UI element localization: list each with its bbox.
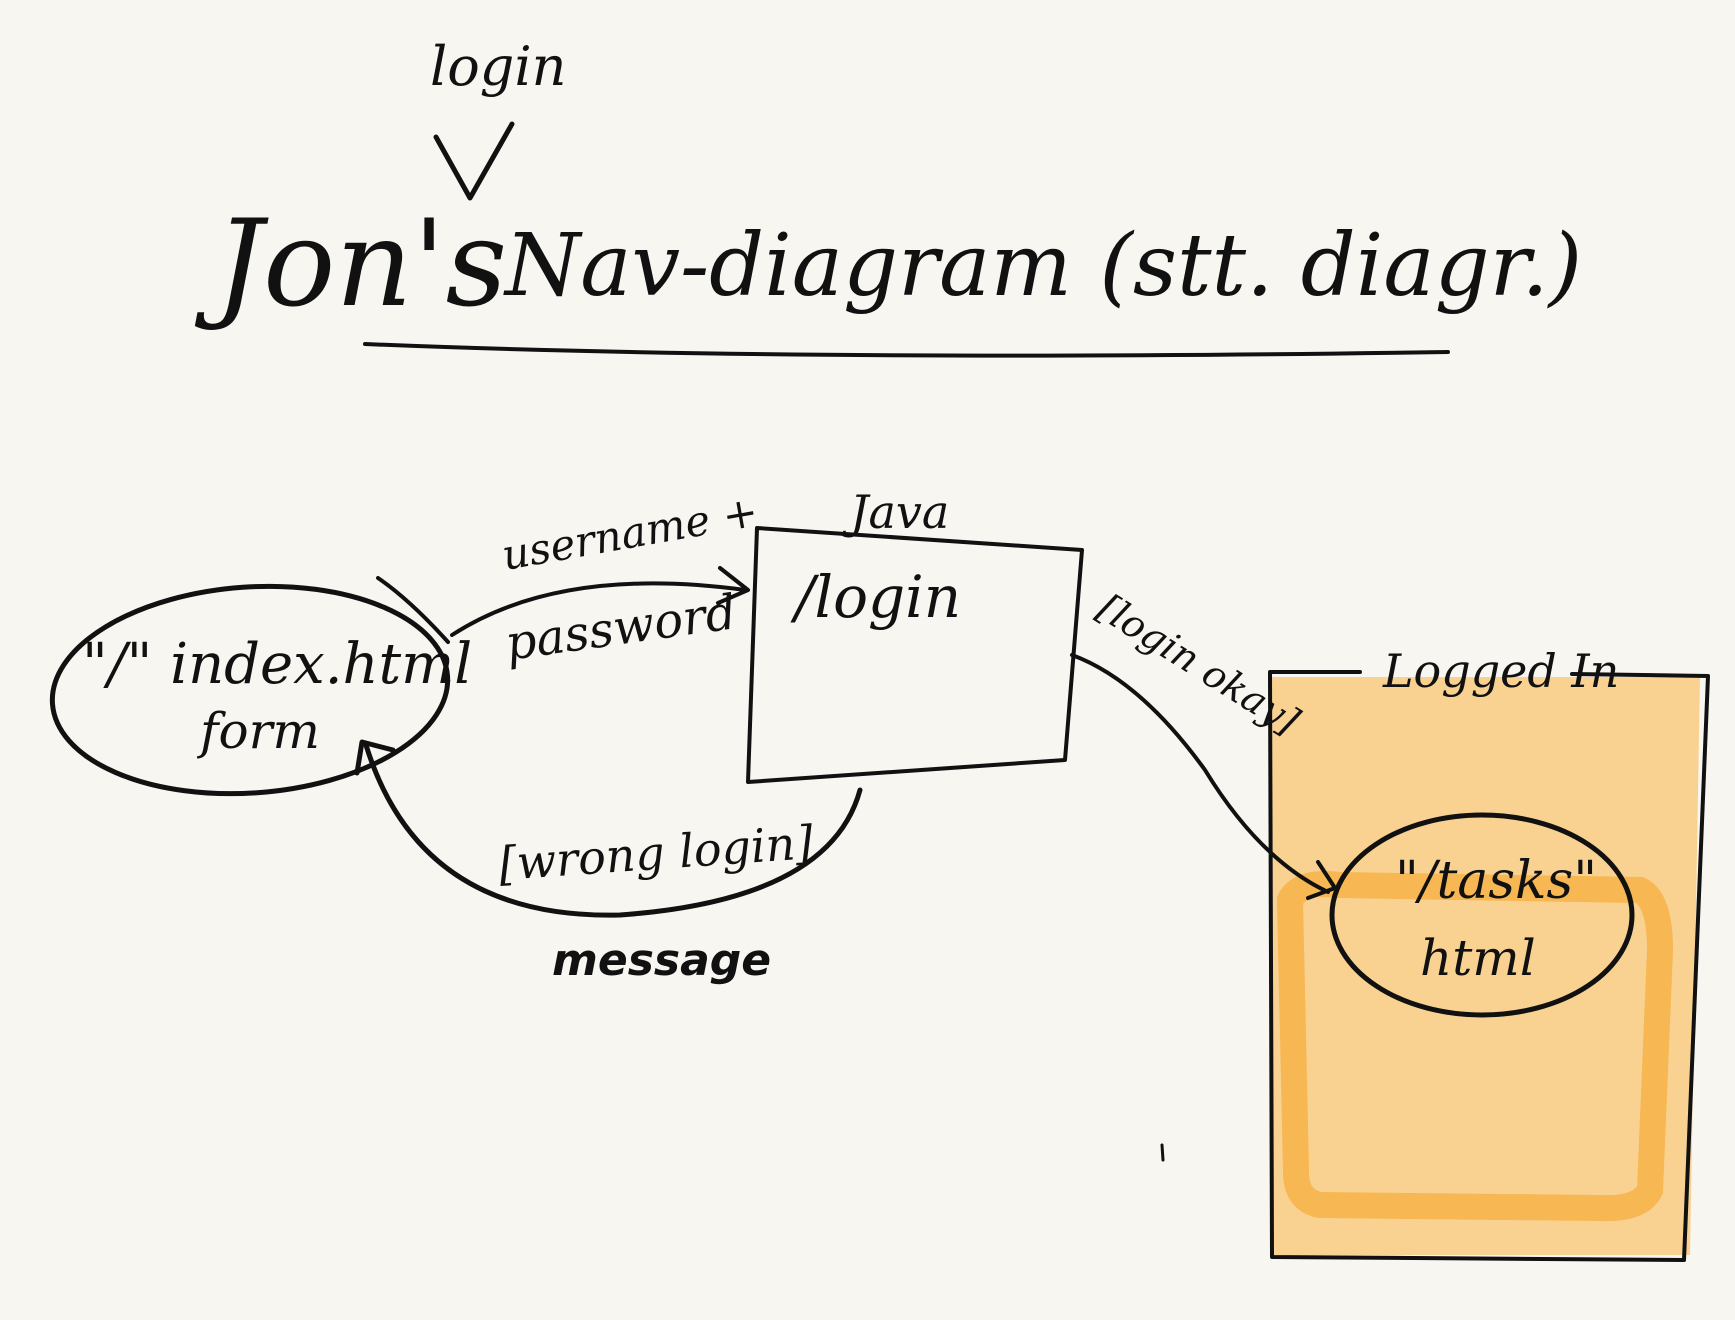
logged-in-region: Logged In — [1268, 644, 1710, 1262]
title-group: Jon's login Nav-diagram (stt. diagr.) — [194, 35, 1582, 358]
login-box-caption: Java — [842, 485, 949, 539]
login-node: /login Java — [746, 485, 1084, 784]
edge-wrong-login-guard: [wrong login] — [497, 815, 815, 891]
title-rest: Nav-diagram (stt. diagr.) — [503, 216, 1582, 316]
logged-in-inner-wash — [1276, 871, 1674, 1222]
edge-submit-label-top: username + — [498, 487, 761, 580]
index-form-node: "/" index.html form — [49, 576, 472, 797]
title-underline — [363, 342, 1450, 358]
title-inserted-word: login — [430, 35, 566, 98]
index-form-ellipse — [49, 583, 451, 797]
edge-submit: username + password — [450, 487, 762, 672]
logged-in-fill — [1270, 677, 1700, 1255]
index-form-line1: "/" index.html — [82, 632, 472, 697]
edge-submit-line — [450, 581, 747, 637]
login-box — [746, 526, 1084, 784]
logged-in-border — [1268, 670, 1710, 1262]
tasks-line1: "/tasks" — [1395, 851, 1597, 911]
logged-in-label: Logged In — [1382, 644, 1619, 698]
tasks-line2: html — [1420, 929, 1536, 987]
edge-wrong-login-note: message — [552, 935, 771, 986]
insertion-caret-icon — [433, 121, 515, 201]
index-form-line2: form — [196, 702, 320, 760]
edge-wrong-login: [wrong login] message — [354, 739, 863, 986]
login-box-label: /login — [790, 563, 961, 631]
edge-wrong-login-arrowhead-icon — [354, 739, 396, 776]
tasks-node: "/tasks" html — [1329, 812, 1635, 1018]
index-form-ellipse-overstroke — [376, 576, 450, 644]
edge-login-okay-line — [1070, 653, 1330, 894]
edge-submit-arrowhead-icon — [716, 566, 750, 605]
edge-wrong-login-line — [363, 742, 863, 918]
tasks-ellipse — [1329, 812, 1635, 1018]
edge-login-okay-arrowhead-icon — [1306, 860, 1337, 900]
edge-login-okay-guard: [login okay] — [1090, 585, 1307, 743]
title-main: Jon's — [194, 195, 507, 334]
stray-pen-mark — [1160, 1143, 1165, 1162]
